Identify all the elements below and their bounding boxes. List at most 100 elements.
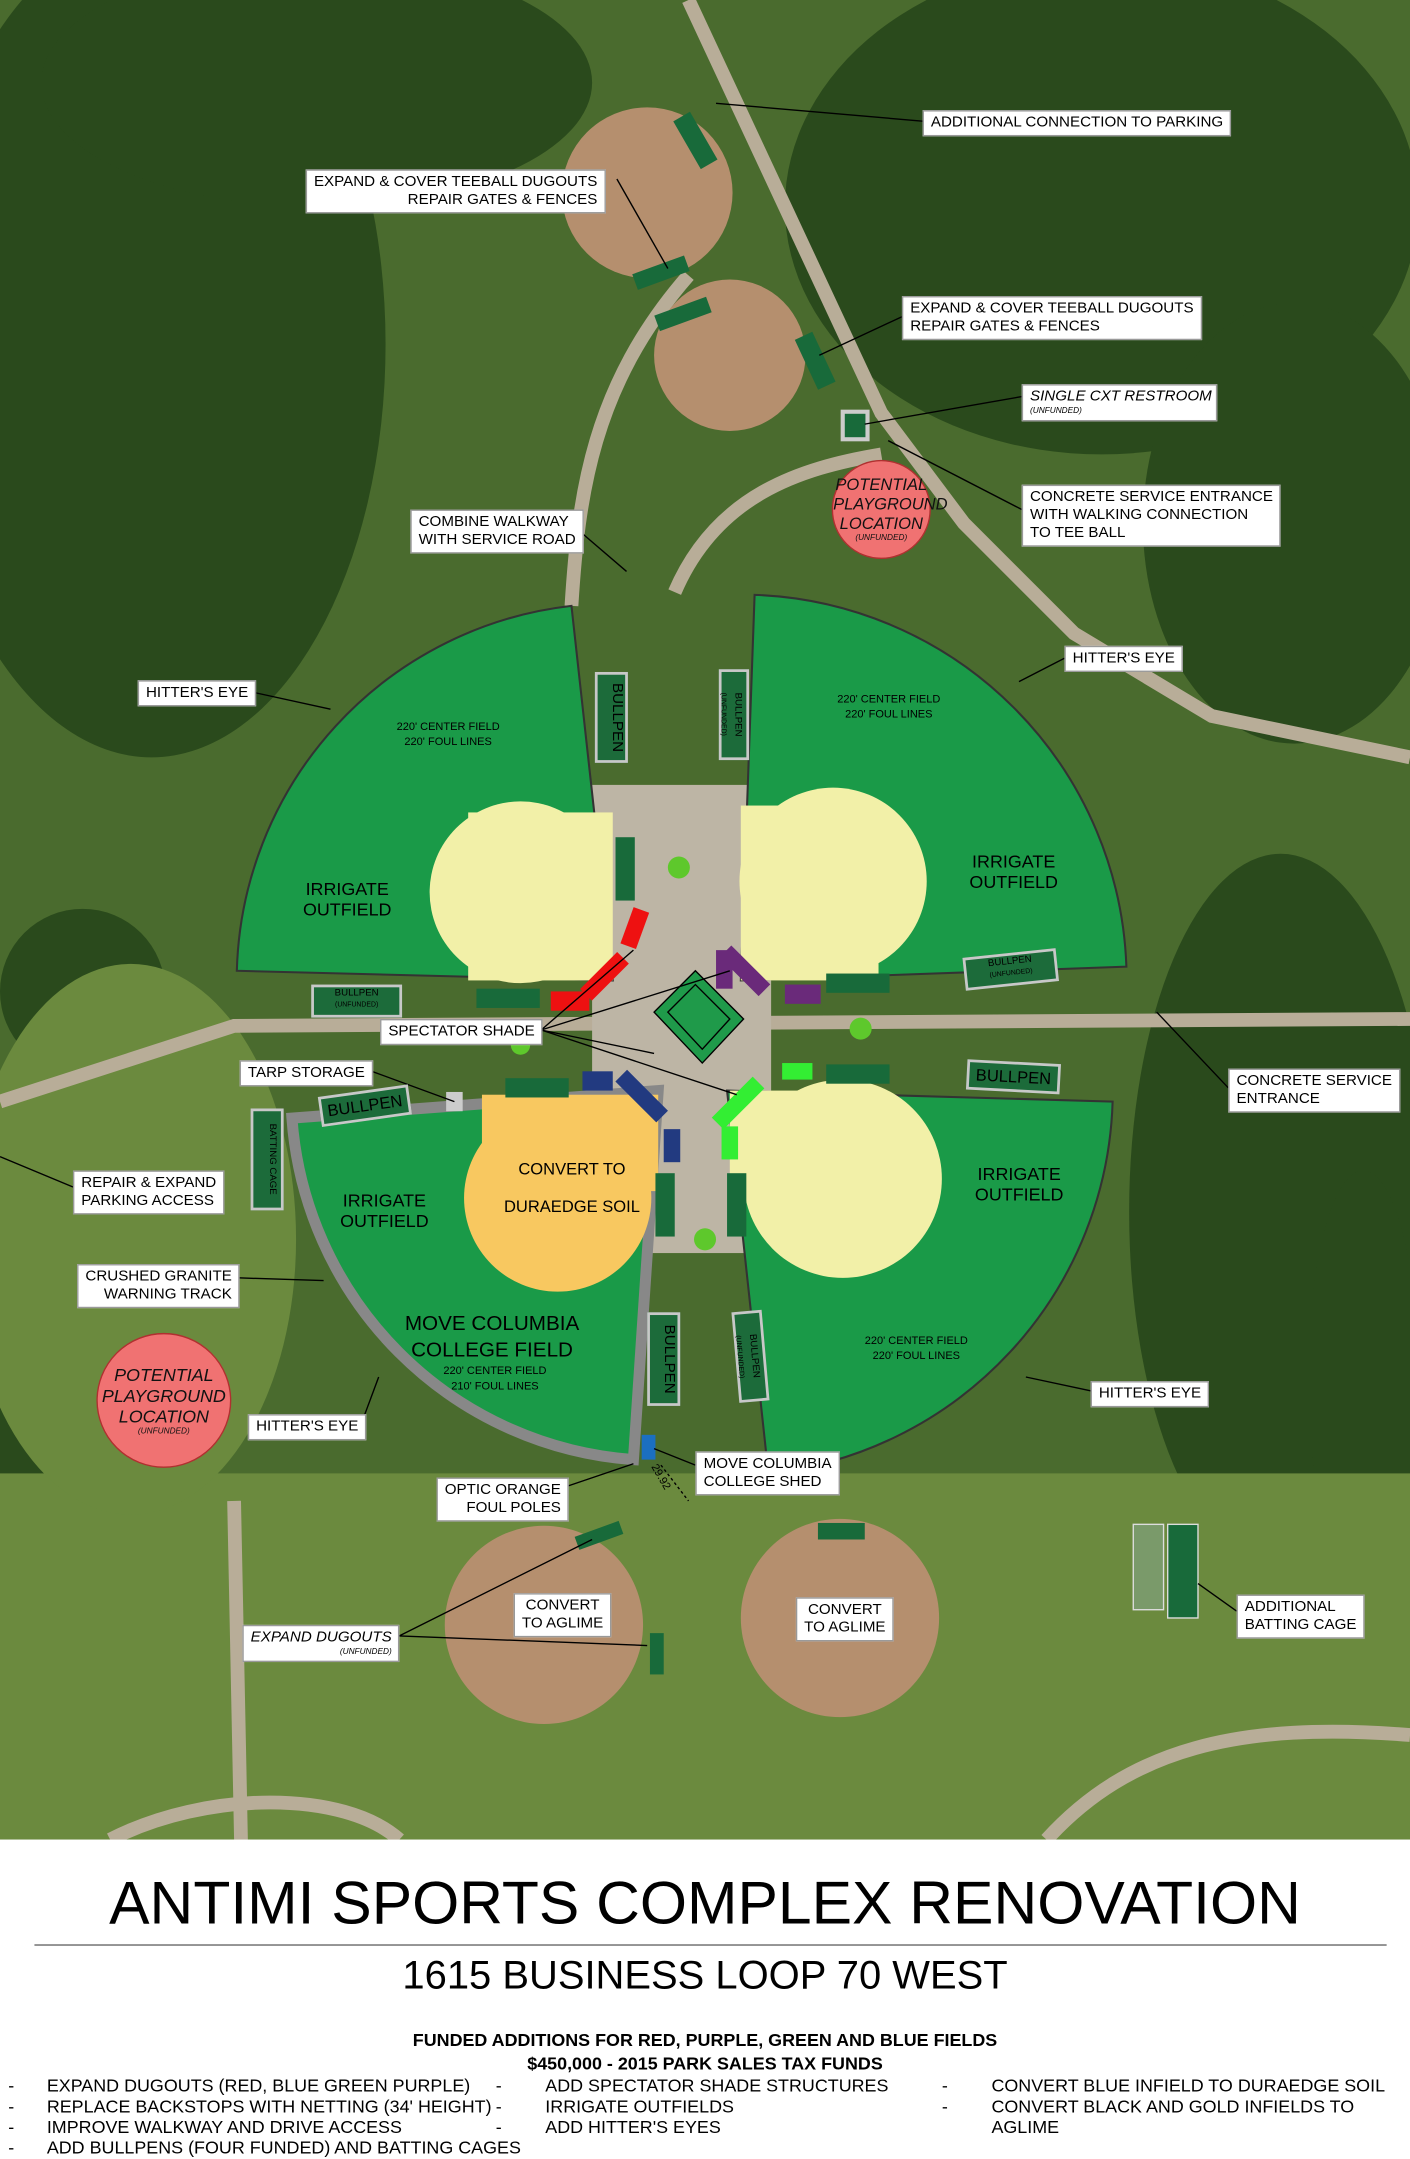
callout-tarp-storage: TARP STORAGE bbox=[239, 1060, 374, 1087]
unfunded-note: (UNFUNDED) bbox=[137, 1427, 190, 1436]
dim-text: 220' CENTER FIELD bbox=[443, 1364, 547, 1377]
map-drawing bbox=[0, 0, 1410, 1840]
callout-spectator-shade: SPECTATOR SHADE bbox=[380, 1018, 544, 1046]
callout-hitters-eye: HITTER'S EYE bbox=[247, 1414, 367, 1441]
aerial-map: ADDITIONAL CONNECTION TO PARKING EXPAND … bbox=[0, 0, 1410, 1840]
dim-text: 220' FOUL LINES bbox=[872, 1349, 961, 1362]
item-text: ADD BULLPENS (FOUR FUNDED) AND BATTING C… bbox=[46, 2137, 521, 2158]
callout-hitters-eye: HITTER'S EYE bbox=[1090, 1381, 1210, 1408]
playground-line: POTENTIAL bbox=[114, 1363, 214, 1385]
funded-item: -IMPROVE WALKWAY AND DRIVE ACCESS bbox=[8, 2116, 402, 2138]
callout-text: TO AGLIME bbox=[521, 1615, 604, 1632]
irrigate-line: IRRIGATE bbox=[342, 1189, 426, 1211]
item-text: AGLIME bbox=[991, 2116, 1060, 2138]
unfunded-note: (UNFUNDED) bbox=[1029, 407, 1082, 416]
dim-text: 210' FOUL LINES bbox=[451, 1379, 539, 1393]
bullpen-text: BULLPEN bbox=[660, 1324, 678, 1394]
irrigate-line: OUTFIELD bbox=[974, 1184, 1064, 1205]
move-line: MOVE COLUMBIA bbox=[404, 1312, 580, 1336]
irrigate-line: IRRIGATE bbox=[977, 1163, 1061, 1185]
batting-cage bbox=[1132, 1523, 1199, 1619]
callout-text: HITTER'S EYE bbox=[145, 684, 249, 701]
callout-text: SPECTATOR SHADE bbox=[388, 1023, 535, 1040]
bullpen-sign: BULLPEN bbox=[594, 671, 628, 763]
playground-line: LOCATION bbox=[118, 1405, 209, 1426]
bullpen-text: BULLPEN bbox=[732, 692, 743, 737]
plan-title: ANTIMI SPORTS COMPLEX RENOVATION bbox=[109, 1869, 1301, 1938]
callout-text: HITTER'S EYE bbox=[1072, 649, 1175, 667]
funded-items-col-3: -CONVERT BLUE INFIELD TO DURAEDGE SOIL -… bbox=[942, 2075, 1385, 2137]
spectator-shade bbox=[653, 969, 745, 1065]
field-dimensions: 220' CENTER FIELD 210' FOUL LINES bbox=[443, 1363, 546, 1393]
dim-text: 220' CENTER FIELD bbox=[396, 720, 500, 733]
bullpen-text: BULLPEN bbox=[747, 1333, 761, 1379]
bullpen-sign: BULLPEN bbox=[965, 1059, 1062, 1095]
bullpen-sign: BULLPEN bbox=[647, 1312, 681, 1406]
item-text: CONVERT BLACK AND GOLD INFIELDS TO bbox=[991, 2095, 1355, 2117]
funded-item: -REPLACE BACKSTOPS WITH NETTING (34' HEI… bbox=[8, 2095, 492, 2117]
unfunded-note: (UNFUNDED) bbox=[855, 534, 908, 543]
callout-text: HITTER'S EYE bbox=[1098, 1385, 1202, 1402]
callout-text: PARKING ACCESS bbox=[81, 1192, 214, 1210]
shed bbox=[641, 1434, 656, 1460]
unfunded-note: (UNFUNDED) bbox=[335, 1001, 379, 1010]
funded-item: AGLIME bbox=[942, 2116, 1385, 2137]
batting-cage-sign: BATTING CAGE bbox=[250, 1108, 284, 1211]
bullpen-text: BULLPEN bbox=[326, 1090, 404, 1121]
playground-line: PLAYGROUND bbox=[101, 1384, 226, 1406]
batting-cage-text: BATTING CAGE bbox=[267, 1123, 277, 1195]
funded-item: -ADD BULLPENS (FOUR FUNDED) AND BATTING … bbox=[8, 2137, 521, 2158]
field-dimensions: 220' CENTER FIELD 220' FOUL LINES bbox=[865, 1333, 968, 1363]
dim-text: 220' FOUL LINES bbox=[845, 707, 933, 721]
callout-text: ADDITIONAL CONNECTION TO PARKING bbox=[930, 114, 1224, 131]
callout-text: ENTRANCE bbox=[1236, 1090, 1320, 1108]
callout-text: COLLEGE SHED bbox=[703, 1473, 822, 1490]
funded-item: -ADD HITTER'S EYES bbox=[495, 2116, 721, 2138]
funded-item: -CONVERT BLACK AND GOLD INFIELDS TO bbox=[941, 2095, 1355, 2117]
bullpen-text: BULLPEN bbox=[334, 988, 379, 999]
bullpen-sign-unfunded: BULLPEN (UNFUNDED) bbox=[311, 984, 403, 1018]
callout-text: OPTIC ORANGE bbox=[444, 1481, 561, 1499]
callout-hitters-eye: HITTER'S EYE bbox=[137, 680, 257, 707]
dim-text: 220' CENTER FIELD bbox=[837, 692, 941, 706]
unfunded-note: (UNFUNDED) bbox=[339, 1648, 392, 1657]
callout-text: EXPAND DUGOUTS bbox=[250, 1628, 392, 1646]
item-text: CONVERT BLUE INFIELD TO DURAEDGE SOIL bbox=[991, 2075, 1386, 2096]
playground-line: POTENTIAL bbox=[835, 475, 928, 495]
callout-text: REPAIR GATES & FENCES bbox=[407, 191, 598, 208]
leader-lines bbox=[0, 102, 1237, 1647]
irrigate-line: OUTFIELD bbox=[302, 899, 392, 920]
callout-text: SINGLE CXT RESTROOM bbox=[1029, 388, 1212, 405]
dim-text: 220' CENTER FIELD bbox=[864, 1334, 968, 1347]
roads bbox=[0, 0, 1410, 1840]
callout-text: CONVERT bbox=[525, 1597, 600, 1614]
funded-heading: FUNDED ADDITIONS FOR RED, PURPLE, GREEN … bbox=[412, 2029, 998, 2051]
callout-parking-connection: ADDITIONAL CONNECTION TO PARKING bbox=[922, 110, 1232, 137]
item-text: REPLACE BACKSTOPS WITH NETTING (34' HEIG… bbox=[46, 2095, 492, 2117]
callout-text: FOUL POLES bbox=[466, 1499, 561, 1517]
playground-line: PLAYGROUND bbox=[833, 494, 948, 514]
unfunded-note: (UNFUNDED) bbox=[718, 693, 728, 737]
callout-text: EXPAND & COVER TEEBALL DUGOUTS bbox=[910, 300, 1194, 317]
irrigate-line: IRRIGATE bbox=[972, 850, 1056, 872]
funding-amount: $450,000 - 2015 PARK SALES TAX FUNDS bbox=[527, 2053, 883, 2074]
funded-item: -ADD SPECTATOR SHADE STRUCTURES bbox=[495, 2075, 889, 2096]
callout-text: MOVE COLUMBIA bbox=[703, 1455, 832, 1473]
item-text: ADD SPECTATOR SHADE STRUCTURES bbox=[545, 2075, 889, 2096]
